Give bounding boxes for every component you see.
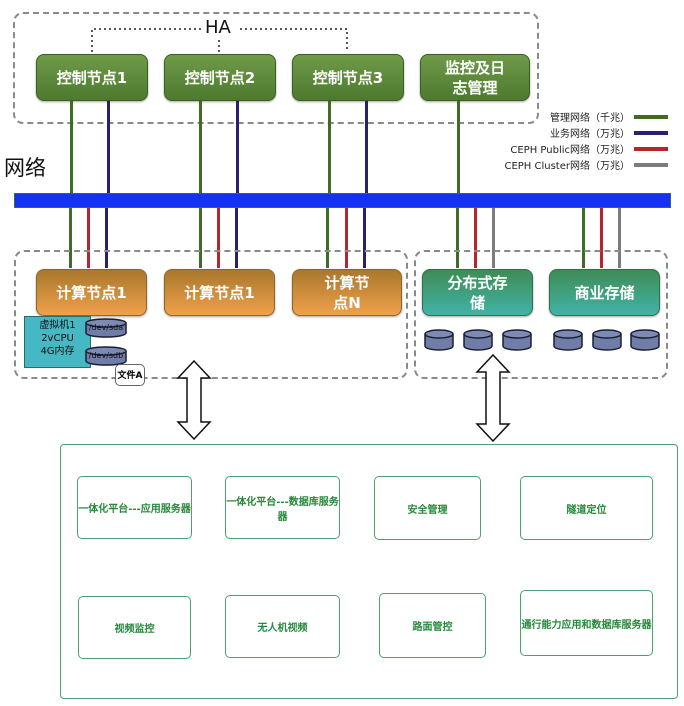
storage-disk-icon <box>502 329 532 351</box>
biz-link-ctrl2 <box>236 101 239 193</box>
app-tunnel-positioning[interactable]: 隧道定位 <box>520 476 653 540</box>
app-security-management[interactable]: 安全管理 <box>374 476 481 540</box>
mgmt-link-ctrl3 <box>328 101 331 193</box>
biz-link-comp2 <box>235 208 238 268</box>
legend-ceph-public: CEPH Public网络（万兆） <box>510 141 668 156</box>
compute-node-n[interactable]: 计算节点N <box>292 269 402 316</box>
storage-disk-icon <box>630 329 660 351</box>
control-group-boundary <box>13 12 539 124</box>
ha-label: HA <box>205 17 231 38</box>
biz-link-comp1 <box>105 208 108 268</box>
mgmt-link-ctrl2 <box>199 101 202 193</box>
legend-biz-label: 业务网络（万兆） <box>550 129 630 140</box>
vm-name: 虚拟机1 <box>39 320 76 331</box>
applications-panel <box>60 444 678 699</box>
network-label: 网络 <box>4 156 46 180</box>
ceph-public-link-dist-storage <box>474 208 477 268</box>
double-arrow-compute-apps <box>176 360 212 440</box>
network-bus <box>14 193 671 208</box>
legend-ceph-cluster: CEPH Cluster网络（万兆） <box>504 157 668 172</box>
compute-node-1[interactable]: 计算节点1 <box>36 269 147 316</box>
mgmt-link-dist-storage <box>456 208 459 268</box>
distributed-storage-node[interactable]: 分布式存储 <box>422 269 533 316</box>
mgmt-link-comp2 <box>199 208 202 268</box>
vm-memory: 4G内存 <box>40 346 75 357</box>
biz-link-ctrl1 <box>107 101 110 193</box>
disk-sdb[interactable]: /dev/sdb <box>85 346 127 366</box>
app-integrated-app-server[interactable]: 一体化平台---应用服务器 <box>77 476 192 539</box>
file-a[interactable]: 文件A <box>115 364 145 386</box>
legend-ceph-public-label: CEPH Public网络（万兆） <box>510 145 630 156</box>
biz-link-ctrl3 <box>365 101 368 193</box>
double-arrow-storage-apps <box>475 354 511 442</box>
biz-link-compN <box>363 208 366 268</box>
ha-connector <box>91 28 348 52</box>
monitoring-log-node[interactable]: 监控及日志管理 <box>420 54 530 101</box>
ceph-public-link-commercial-storage <box>600 208 603 268</box>
disk-icon <box>85 346 127 366</box>
app-road-control[interactable]: 路面管控 <box>379 593 486 658</box>
mgmt-link-comp1 <box>69 208 72 268</box>
legend-ceph-cluster-label: CEPH Cluster网络（万兆） <box>504 161 630 172</box>
storage-disk-icon <box>463 329 493 351</box>
mgmt-link-compN <box>326 208 329 268</box>
vm-cpu: 2vCPU <box>41 333 74 344</box>
disk-sdb-label: /dev/sdb <box>88 351 124 360</box>
ceph-cluster-link-dist-storage <box>492 208 495 268</box>
legend-mgmt-label: 管理网络（千兆） <box>550 113 630 124</box>
legend-biz: 业务网络（万兆） <box>550 125 668 140</box>
legend-mgmt-swatch <box>634 114 668 119</box>
storage-disk-icon <box>424 329 454 351</box>
app-video-surveillance[interactable]: 视频监控 <box>78 596 191 659</box>
legend-ceph-public-swatch <box>634 146 668 151</box>
ceph-cluster-link-commercial-storage <box>618 208 621 268</box>
mgmt-link-ctrl1 <box>70 101 73 193</box>
ceph-public-link-comp1 <box>87 208 90 268</box>
disk-sda[interactable]: /dev/sda <box>85 318 127 338</box>
legend-mgmt: 管理网络（千兆） <box>550 109 668 124</box>
ceph-public-link-compN <box>345 208 348 268</box>
disk-icon <box>85 318 127 338</box>
storage-disk-icon <box>553 329 583 351</box>
legend-ceph-cluster-swatch <box>634 162 668 167</box>
virtual-machine-1[interactable]: 虚拟机1 2vCPU 4G内存 <box>24 316 91 368</box>
control-node-2[interactable]: 控制节点2 <box>164 54 276 101</box>
app-integrated-db-server[interactable]: 一体化平台---数据库服务器 <box>225 476 340 539</box>
disk-sda-label: /dev/sda <box>88 323 124 332</box>
ceph-public-link-comp2 <box>217 208 220 268</box>
storage-disk-icon <box>592 329 622 351</box>
mgmt-link-monitor <box>457 101 460 193</box>
app-capacity-app-db-server[interactable]: 通行能力应用和数据库服务器 <box>520 590 653 656</box>
app-drone-video[interactable]: 无人机视频 <box>225 595 340 658</box>
legend-biz-swatch <box>634 130 668 135</box>
control-node-1[interactable]: 控制节点1 <box>36 54 148 101</box>
control-node-3[interactable]: 控制节点3 <box>292 54 404 101</box>
storage-group-boundary <box>414 250 668 379</box>
commercial-storage-node[interactable]: 商业存储 <box>549 269 660 316</box>
mgmt-link-commercial-storage <box>582 208 585 268</box>
compute-node-2[interactable]: 计算节点1 <box>164 269 275 316</box>
